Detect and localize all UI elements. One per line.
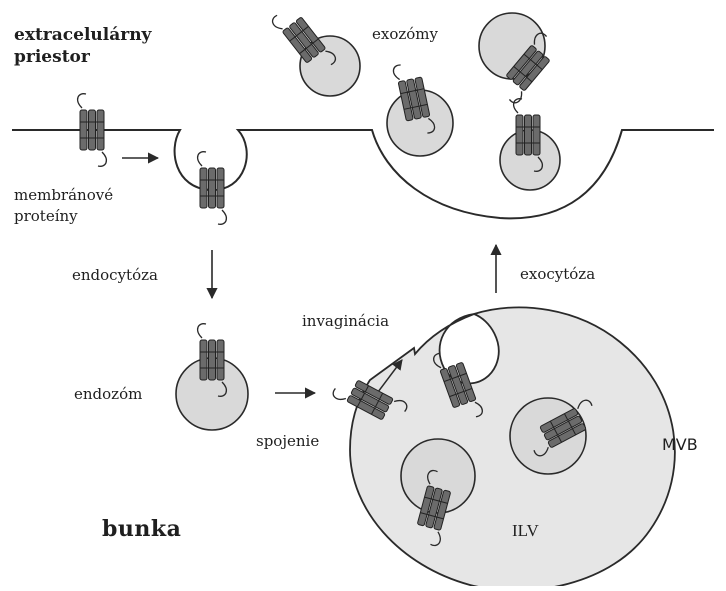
pit-protein: [198, 152, 227, 225]
membrane-protein: [78, 94, 107, 167]
label-mvb: MVB: [662, 436, 698, 454]
label-invagination: invaginácia: [302, 312, 389, 330]
label-membrane-proteins-line1: membránové: [14, 186, 113, 204]
label-cell: bunka: [102, 520, 181, 538]
label-membrane-proteins-line2: proteíny: [14, 207, 78, 225]
label-fusion: spojenie: [256, 432, 319, 450]
label-extracellular-line2: priestor: [14, 46, 90, 68]
exosome-vesicle: [500, 99, 560, 190]
exosome-vesicle: [270, 3, 360, 96]
exosome-vesicle: [387, 60, 453, 156]
label-exocytosis: exocytóza: [520, 265, 595, 283]
label-endosome: endozóm: [74, 385, 142, 403]
plasma-membrane: [12, 130, 714, 218]
label-ilv: ILV: [512, 522, 539, 540]
label-extracellular-line1: extracelulárny: [14, 24, 151, 46]
label-exosomes: exozómy: [372, 25, 438, 43]
exosome-vesicle: [479, 13, 562, 105]
endosome-vesicle: [176, 324, 248, 430]
label-endocytosis: endocytóza: [72, 266, 158, 284]
